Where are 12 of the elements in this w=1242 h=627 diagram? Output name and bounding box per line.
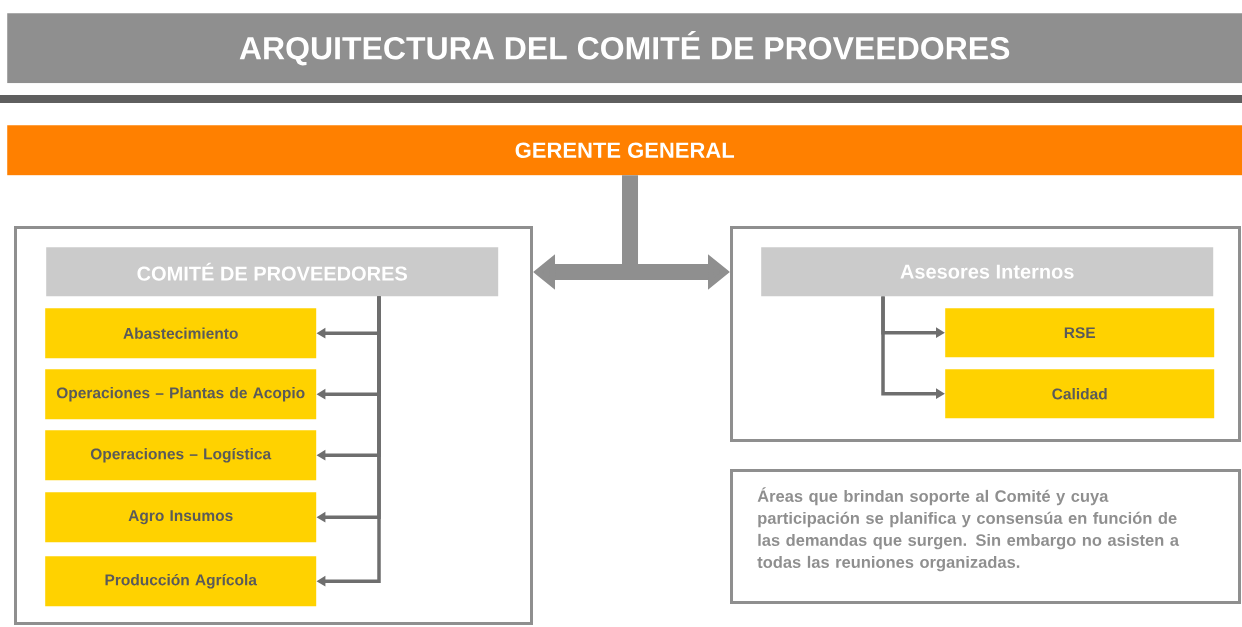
process-box: RSE [945, 308, 1215, 358]
process-box: Operaciones – Logística [45, 430, 317, 481]
process-box: Agro Insumos [45, 492, 317, 543]
process-box: Operaciones – Plantas de Acopio [45, 369, 317, 420]
title-banner: ARQUITECTURA DEL COMITÉ DE PROVEEDORES [7, 13, 1242, 84]
process-box: Calidad [945, 369, 1215, 419]
note-box: Áreas que brindan soporte al Comité y cuya participación se planifica y consensúa en función de las demandas que surgen. Sin embargo no asisten a todas las reuniones organizadas. [730, 469, 1241, 604]
group-frame [14, 226, 533, 625]
process-box: Abastecimiento [45, 308, 317, 359]
title-band: GERENTE GENERAL [7, 125, 1242, 176]
group-frame [730, 226, 1241, 442]
process-box: Producción Agrícola [45, 556, 317, 607]
